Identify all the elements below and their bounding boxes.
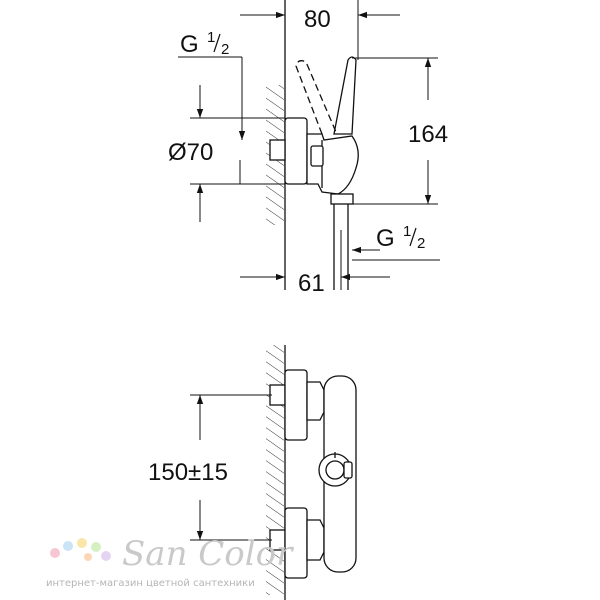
lower-eccentric [306, 519, 325, 561]
dim-thread-bottom: G [376, 225, 395, 252]
dim-width-top: 80 [304, 6, 331, 33]
watermark-logo: San Color [50, 534, 294, 574]
watermark-dot-5 [101, 551, 111, 561]
dim-thread-top-num: 1 [207, 29, 215, 46]
inlet-connector [269, 139, 286, 161]
side-view [266, 0, 359, 290]
cartridge-nut [310, 145, 324, 167]
watermark-dot-4 [91, 542, 101, 552]
watermark-dot-2 [63, 541, 73, 551]
dim-diameter: Ø70 [168, 139, 213, 166]
lever-dashed [295, 60, 337, 135]
dimension-labels-top: 80 G 1 2 Ø70 164 G 1 2 61 [168, 6, 448, 297]
watermark-dot-6 [84, 553, 92, 561]
dim-thread-top-den: 2 [221, 41, 229, 58]
watermark-dot-1 [50, 548, 60, 558]
dimension-lines-bottom [190, 394, 272, 541]
upper-eccentric [306, 381, 325, 421]
control-knob-handle [343, 461, 353, 479]
outlet-nut [330, 193, 354, 205]
dim-height: 164 [408, 121, 448, 148]
dim-width-bottom: 61 [298, 270, 325, 297]
dim-thread-top: G [180, 31, 199, 58]
dim-thread-bottom-slash [409, 227, 417, 247]
watermark-subtitle: интернет-магазин цветной сантехники [46, 578, 255, 589]
escutcheon-side [284, 117, 308, 185]
upper-inlet [269, 384, 286, 406]
watermark-dot-3 [77, 538, 87, 548]
dim-thread-bottom-num: 1 [403, 223, 411, 240]
dimension-lines-top [178, 0, 440, 290]
dim-spacing: 150±15 [148, 459, 228, 486]
dim-thread-bottom-den: 2 [417, 235, 425, 252]
lever-solid [333, 56, 357, 135]
watermark-brand: San Color [122, 534, 294, 574]
upper-escutcheon [284, 369, 308, 441]
front-view [266, 345, 357, 600]
dim-thread-top-slash [213, 33, 221, 53]
